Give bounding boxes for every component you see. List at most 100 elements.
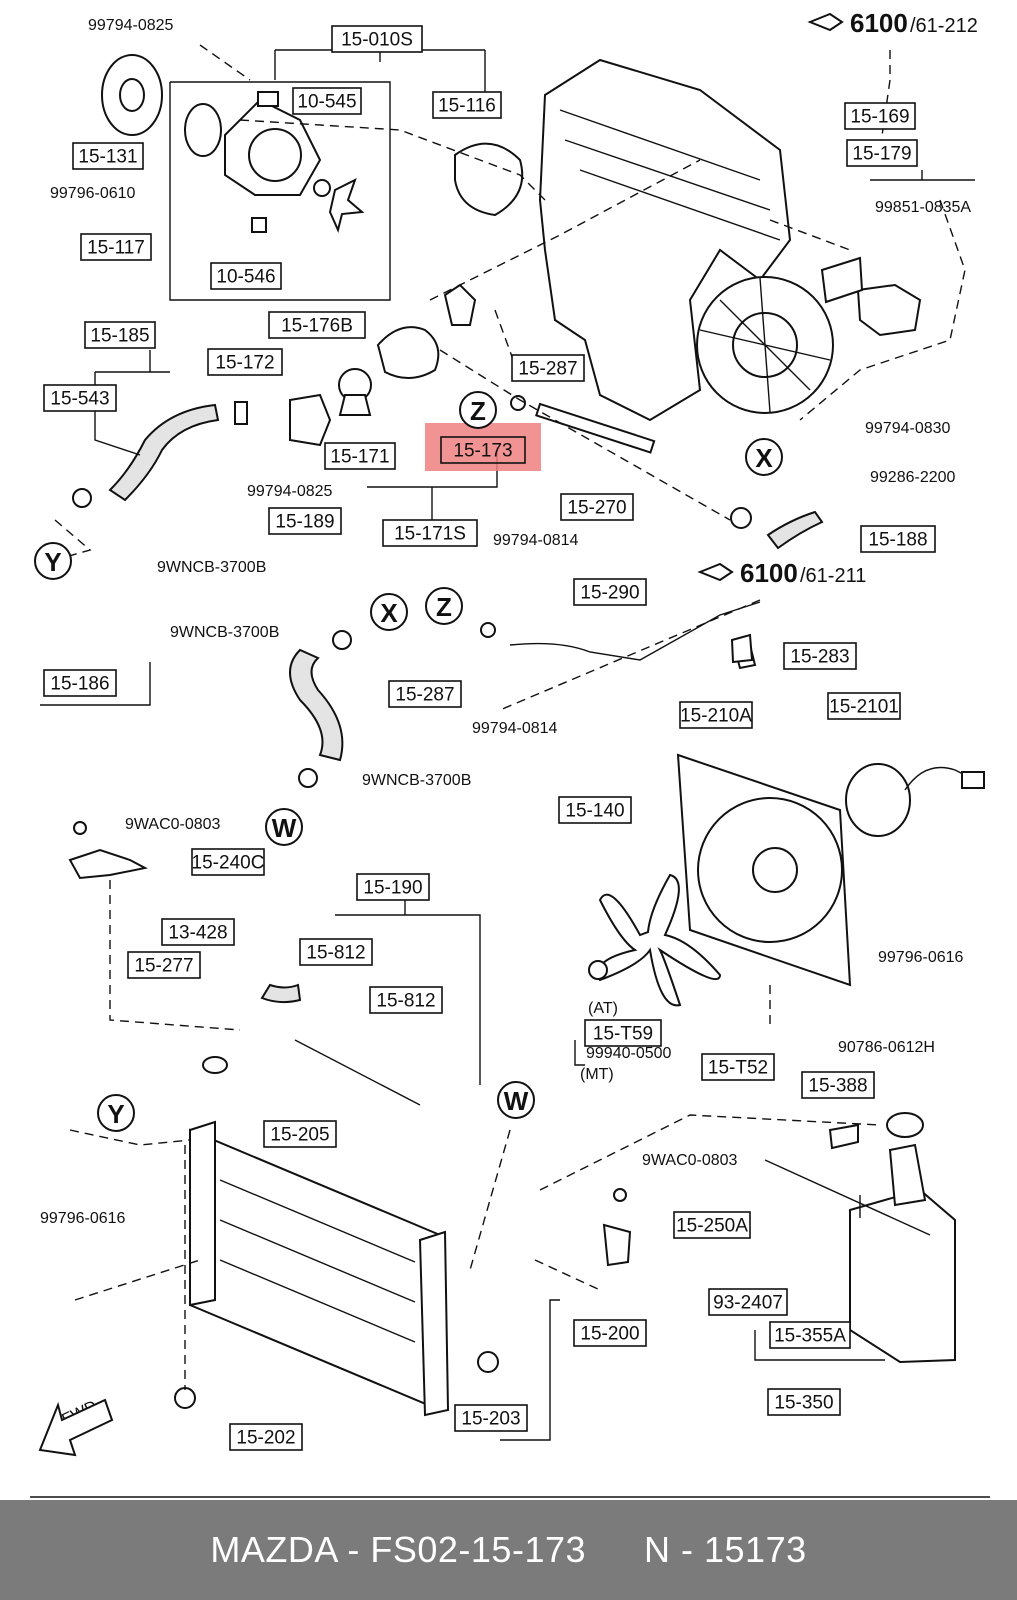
part-number--at-: (AT) bbox=[588, 1000, 618, 1017]
svg-text:15-117: 15-117 bbox=[87, 238, 145, 259]
svg-text:15-250A: 15-250A bbox=[676, 1216, 748, 1237]
callout-z: Z bbox=[459, 391, 497, 429]
part-number--mt-: (MT) bbox=[580, 1066, 614, 1083]
part-label-15-190: 15-190 bbox=[356, 873, 430, 901]
part-label-15-179: 15-179 bbox=[846, 139, 918, 167]
part-label-15-117: 15-117 bbox=[80, 233, 152, 261]
part-label-15-173: 15-173 bbox=[425, 423, 541, 471]
part-label-15-287: 15-287 bbox=[388, 680, 462, 708]
svg-text:15-189: 15-189 bbox=[275, 512, 334, 533]
part-label-15-176b: 15-176B bbox=[268, 311, 366, 339]
part-label-15-t52: 15-T52 bbox=[701, 1053, 775, 1081]
part-label-15-283: 15-283 bbox=[783, 642, 857, 670]
part-label-15-171s: 15-171S bbox=[382, 519, 478, 547]
svg-text:W: W bbox=[272, 813, 297, 843]
svg-text:13-428: 13-428 bbox=[168, 923, 227, 944]
svg-text:15-T52: 15-T52 bbox=[708, 1058, 768, 1079]
svg-text:15-171: 15-171 bbox=[330, 447, 389, 468]
part-label-15-140: 15-140 bbox=[558, 796, 632, 824]
part-label-15-210a: 15-210A bbox=[679, 701, 753, 729]
part-number-99851-0835a: 99851-0835A bbox=[875, 199, 971, 216]
part-label-15-388: 15-388 bbox=[801, 1071, 875, 1099]
svg-text:15-179: 15-179 bbox=[852, 144, 911, 165]
svg-text:15-283: 15-283 bbox=[790, 647, 849, 668]
svg-text:15-200: 15-200 bbox=[580, 1324, 639, 1345]
svg-text:15-543: 15-543 bbox=[50, 389, 109, 410]
part-number-9wncb-3700b: 9WNCB-3700B bbox=[362, 772, 471, 789]
svg-text:15-186: 15-186 bbox=[50, 674, 109, 695]
reference-top: 6100 /61-212 bbox=[807, 8, 978, 38]
fan-assembly-drawing bbox=[588, 753, 985, 1007]
part-label-15-189: 15-189 bbox=[268, 507, 342, 535]
svg-text:15-010S: 15-010S bbox=[341, 30, 413, 51]
part-label-15-543: 15-543 bbox=[43, 384, 117, 412]
svg-text:15-287: 15-287 bbox=[395, 685, 454, 706]
svg-text:10-546: 10-546 bbox=[216, 267, 275, 288]
callout-y: Y bbox=[34, 542, 72, 580]
svg-text:15-205: 15-205 bbox=[270, 1125, 329, 1146]
callout-y: Y bbox=[97, 1094, 135, 1132]
part-label-10-546: 10-546 bbox=[210, 262, 282, 290]
part-label-15-812: 15-812 bbox=[299, 938, 373, 966]
svg-text:15-350: 15-350 bbox=[774, 1393, 833, 1414]
svg-text:Z: Z bbox=[470, 396, 486, 426]
svg-text:15-287: 15-287 bbox=[518, 359, 577, 380]
svg-text:15-169: 15-169 bbox=[850, 107, 909, 128]
part-number-99796-0616: 99796-0616 bbox=[878, 949, 964, 966]
svg-text:15-190: 15-190 bbox=[363, 878, 422, 899]
svg-text:15-185: 15-185 bbox=[90, 326, 149, 347]
water-pipe-drawing bbox=[480, 601, 761, 670]
part-label-15-186: 15-186 bbox=[43, 669, 117, 697]
footer-bar: MAZDA - FS02-15-173 N - 15173 bbox=[0, 1500, 1017, 1600]
svg-text:15-270: 15-270 bbox=[567, 498, 626, 519]
part-label-10-545: 10-545 bbox=[292, 87, 362, 115]
svg-text:15-131: 15-131 bbox=[78, 147, 137, 168]
svg-text:15-140: 15-140 bbox=[565, 801, 624, 822]
svg-text:10-545: 10-545 bbox=[297, 92, 356, 113]
part-label-15-171: 15-171 bbox=[324, 442, 396, 470]
svg-text:15-188: 15-188 bbox=[868, 530, 927, 551]
reference-top-main: 6100 bbox=[850, 8, 908, 38]
part-label-15-812: 15-812 bbox=[369, 986, 443, 1014]
part-label-15-169: 15-169 bbox=[844, 102, 916, 130]
svg-text:15-203: 15-203 bbox=[461, 1409, 520, 1430]
svg-text:15-277: 15-277 bbox=[134, 956, 193, 977]
part-number-9wac0-0803: 9WAC0-0803 bbox=[125, 816, 221, 833]
part-label-15-205: 15-205 bbox=[263, 1120, 337, 1148]
boxed-label-layer: 15-010S 10-545 15-116 15-131 15-117 10-546 15-… bbox=[43, 25, 936, 1451]
reservoir-drawing bbox=[764, 1112, 956, 1364]
callout-w: W bbox=[497, 1081, 535, 1119]
part-number-99286-2200: 99286-2200 bbox=[870, 469, 956, 486]
part-number-9wncb-3700b: 9WNCB-3700B bbox=[170, 624, 279, 641]
svg-text:15-171S: 15-171S bbox=[394, 524, 466, 545]
part-number-99796-0610: 99796-0610 bbox=[50, 185, 136, 202]
callout-w: W bbox=[265, 808, 303, 846]
callout-x: X bbox=[745, 438, 783, 476]
part-label-13-428: 13-428 bbox=[161, 918, 235, 946]
part-label-15-287: 15-287 bbox=[511, 354, 585, 382]
callout-z: Z bbox=[425, 587, 463, 625]
reference-mid-sub: /61-211 bbox=[800, 565, 866, 587]
part-label-15-200: 15-200 bbox=[573, 1319, 647, 1347]
svg-text:15-116: 15-116 bbox=[438, 96, 496, 117]
part-label-15-203: 15-203 bbox=[454, 1404, 528, 1432]
part-number-99794-0825: 99794-0825 bbox=[247, 483, 333, 500]
svg-text:15-173: 15-173 bbox=[453, 441, 512, 462]
callout-x: X bbox=[370, 593, 408, 631]
svg-text:15-812: 15-812 bbox=[376, 991, 435, 1012]
part-label-15-131: 15-131 bbox=[72, 142, 144, 170]
part-label-15-350: 15-350 bbox=[767, 1388, 841, 1416]
svg-text:W: W bbox=[504, 1086, 529, 1116]
part-number-90786-0612h: 90786-0612H bbox=[838, 1039, 935, 1056]
part-number-99794-0814: 99794-0814 bbox=[493, 532, 579, 549]
part-number-9wncb-3700b: 9WNCB-3700B bbox=[157, 559, 266, 576]
svg-text:15-355A: 15-355A bbox=[774, 1326, 846, 1347]
svg-text:15-202: 15-202 bbox=[236, 1428, 295, 1449]
water-pump-drawing bbox=[101, 54, 524, 234]
part-number-99794-0830: 99794-0830 bbox=[865, 420, 951, 437]
svg-text:15-172: 15-172 bbox=[215, 353, 274, 374]
part-label-15-355a: 15-355A bbox=[769, 1321, 851, 1349]
svg-text:Y: Y bbox=[107, 1099, 124, 1129]
part-label-15-240c: 15-240C bbox=[191, 848, 265, 876]
